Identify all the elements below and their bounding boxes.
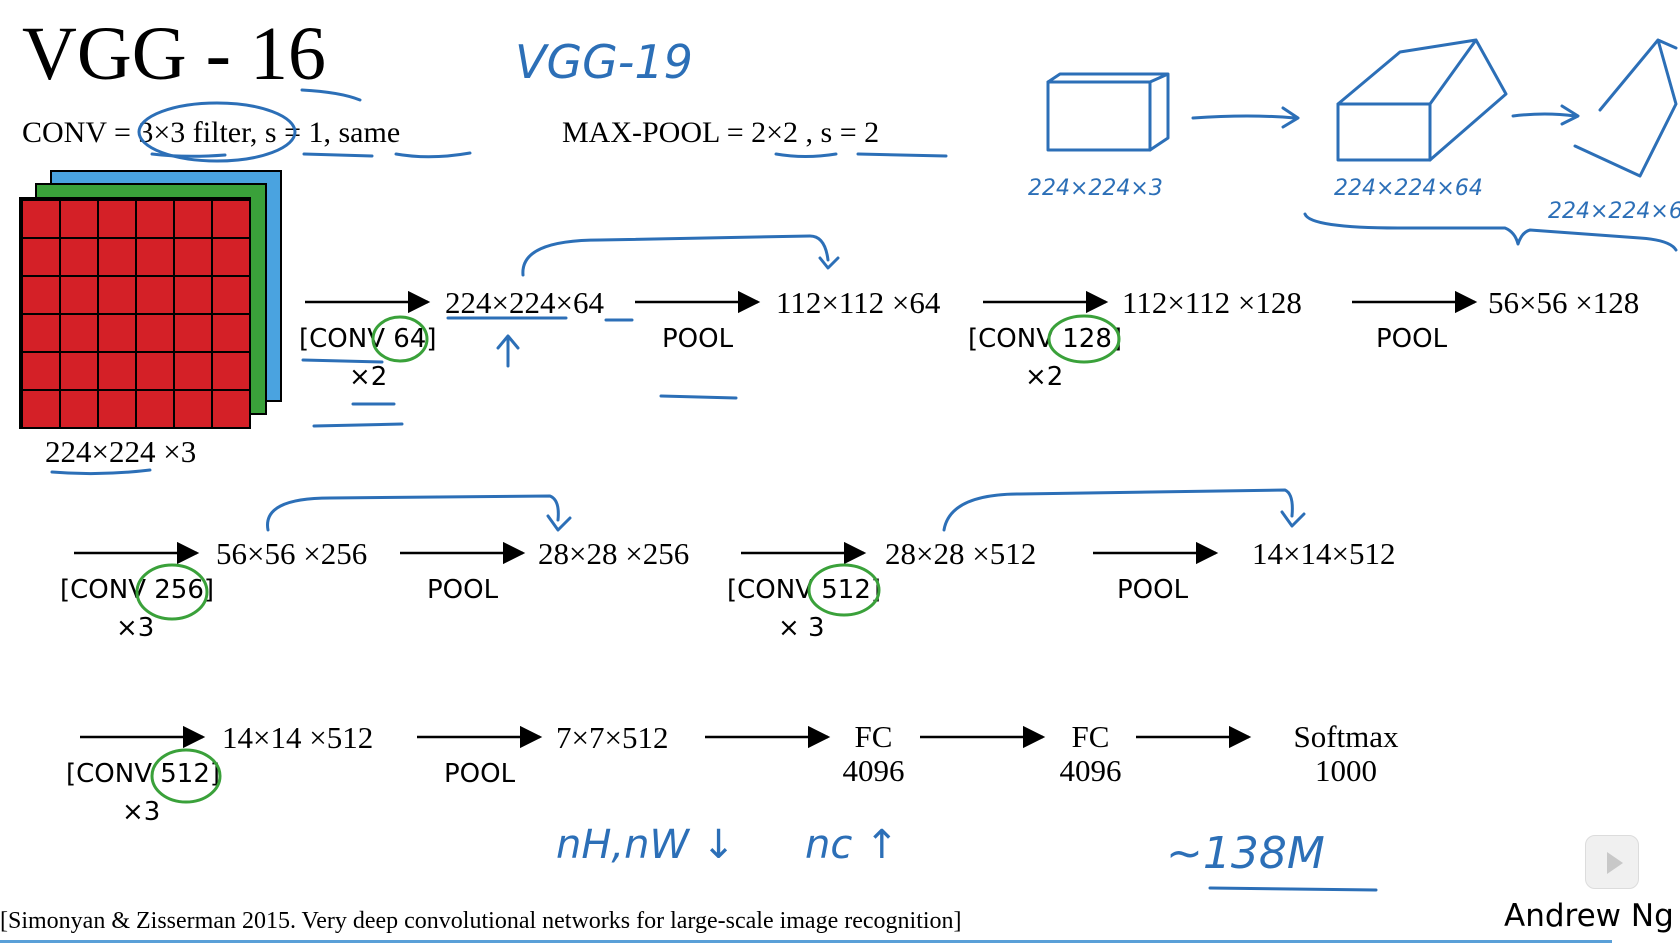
conv-formula: CONV = 3×3 filter, s = 1, same xyxy=(22,116,401,149)
hand-nc: nc ↑ xyxy=(805,822,899,868)
bracket-row2-a xyxy=(266,494,572,532)
underline-3x3 xyxy=(150,152,227,158)
pool5-label: POOL xyxy=(444,759,516,789)
underline-pool1 xyxy=(659,394,738,400)
underline-s2 xyxy=(856,152,948,158)
circle-64 xyxy=(371,315,429,363)
input-image-red-channel xyxy=(19,197,251,429)
volume-1-front xyxy=(1046,80,1152,152)
volume-3 xyxy=(1573,38,1678,178)
underline-s1 xyxy=(302,152,374,158)
handwritten-annotations xyxy=(50,38,1678,892)
pool2-label: POOL xyxy=(1376,324,1448,354)
pool1-label: POOL xyxy=(662,324,734,354)
hand-params: ~138M xyxy=(1166,828,1325,879)
flow-arrows xyxy=(74,290,1478,749)
hand-vol1: 224×224×3 xyxy=(1028,176,1163,201)
hand-vol2: 224×224×64 xyxy=(1334,176,1483,201)
bracket-row1 xyxy=(521,234,840,277)
underline-same xyxy=(394,151,472,159)
dim-112x112x64: 112×112 ×64 xyxy=(776,285,941,320)
circle-256 xyxy=(135,563,209,621)
volume-2-front xyxy=(1336,102,1432,162)
underline-params xyxy=(1208,886,1378,892)
circle-512-b xyxy=(150,748,222,804)
progress-line xyxy=(0,940,1612,943)
volume-2-side xyxy=(1336,38,1508,162)
handwritten-text: VGG-19 224×224×3 224×224×64 224×224×64 n… xyxy=(515,35,1680,879)
volume-arrow-2 xyxy=(1511,104,1580,126)
pool4-label: POOL xyxy=(1117,575,1189,605)
fc2-name: FC xyxy=(1071,719,1110,754)
green-circles xyxy=(135,314,1121,804)
conv1-label: [CONV 64] xyxy=(299,324,437,354)
hand-vol3: 224×224×64 xyxy=(1548,199,1680,224)
conv2-label: [CONV 128] xyxy=(968,324,1123,354)
slide-title: VGG - 16 xyxy=(22,12,326,96)
dim-28x28x256: 28×28 ×256 xyxy=(538,536,690,571)
softmax-size: 1000 xyxy=(1315,753,1377,789)
fc2-block: FC 4096 xyxy=(1043,719,1138,789)
conv5-repeat: ×3 xyxy=(122,797,161,827)
underline-x2-b xyxy=(312,422,404,428)
dim-224x224x64: 224×224×64 xyxy=(445,285,604,320)
conv4-label: [CONV 512] xyxy=(727,575,882,605)
softmax-block: Softmax 1000 xyxy=(1271,719,1421,789)
citation: [Simonyan & Zisserman 2015. Very deep co… xyxy=(0,908,962,934)
circle-filter xyxy=(137,101,297,163)
underline-2x2 xyxy=(774,152,838,158)
pool-formula: MAX-POOL = 2×2 , s = 2 xyxy=(562,116,880,149)
underline-title xyxy=(300,88,362,102)
brace-volumes xyxy=(1303,212,1678,252)
conv2-repeat: ×2 xyxy=(1025,362,1064,392)
softmax-name: Softmax xyxy=(1293,719,1399,754)
fc1-block: FC 4096 xyxy=(826,719,921,789)
dim-14x14x512: 14×14×512 xyxy=(1252,536,1396,571)
dim-56x56x256: 56×56 ×256 xyxy=(216,536,368,571)
author-name: Andrew Ng xyxy=(1504,898,1674,934)
hand-vgg19: VGG-19 xyxy=(515,35,693,89)
play-button[interactable] xyxy=(1585,835,1639,889)
up-arrow xyxy=(496,334,520,368)
conv4-repeat: × 3 xyxy=(778,613,825,643)
fc1-size: 4096 xyxy=(842,753,905,789)
bracket-row2-b xyxy=(942,488,1306,532)
dim-28x28x512: 28×28 ×512 xyxy=(885,536,1037,571)
dim-14x14x512-b: 14×14 ×512 xyxy=(222,720,374,755)
dim-7x7x512: 7×7×512 xyxy=(556,720,669,755)
circle-512-a xyxy=(807,563,881,617)
underline-input xyxy=(50,468,152,476)
dim-112x112x128: 112×112 ×128 xyxy=(1122,285,1302,320)
input-dim: 224×224 ×3 xyxy=(45,434,197,469)
volume-arrow-1 xyxy=(1191,106,1300,129)
conv3-repeat: ×3 xyxy=(116,613,155,643)
pool3-label: POOL xyxy=(427,575,499,605)
volume-1-side xyxy=(1046,72,1170,152)
conv5-label: [CONV 512] xyxy=(66,759,221,789)
fc2-size: 4096 xyxy=(1059,753,1122,789)
circle-128 xyxy=(1047,314,1121,364)
conv1-repeat: ×2 xyxy=(349,362,388,392)
underline-conv64 xyxy=(301,358,384,364)
dim-56x56x128: 56×56 ×128 xyxy=(1488,285,1640,320)
hand-nh-nw: nH,nW ↓ xyxy=(556,822,735,868)
fc1-name: FC xyxy=(854,719,893,754)
